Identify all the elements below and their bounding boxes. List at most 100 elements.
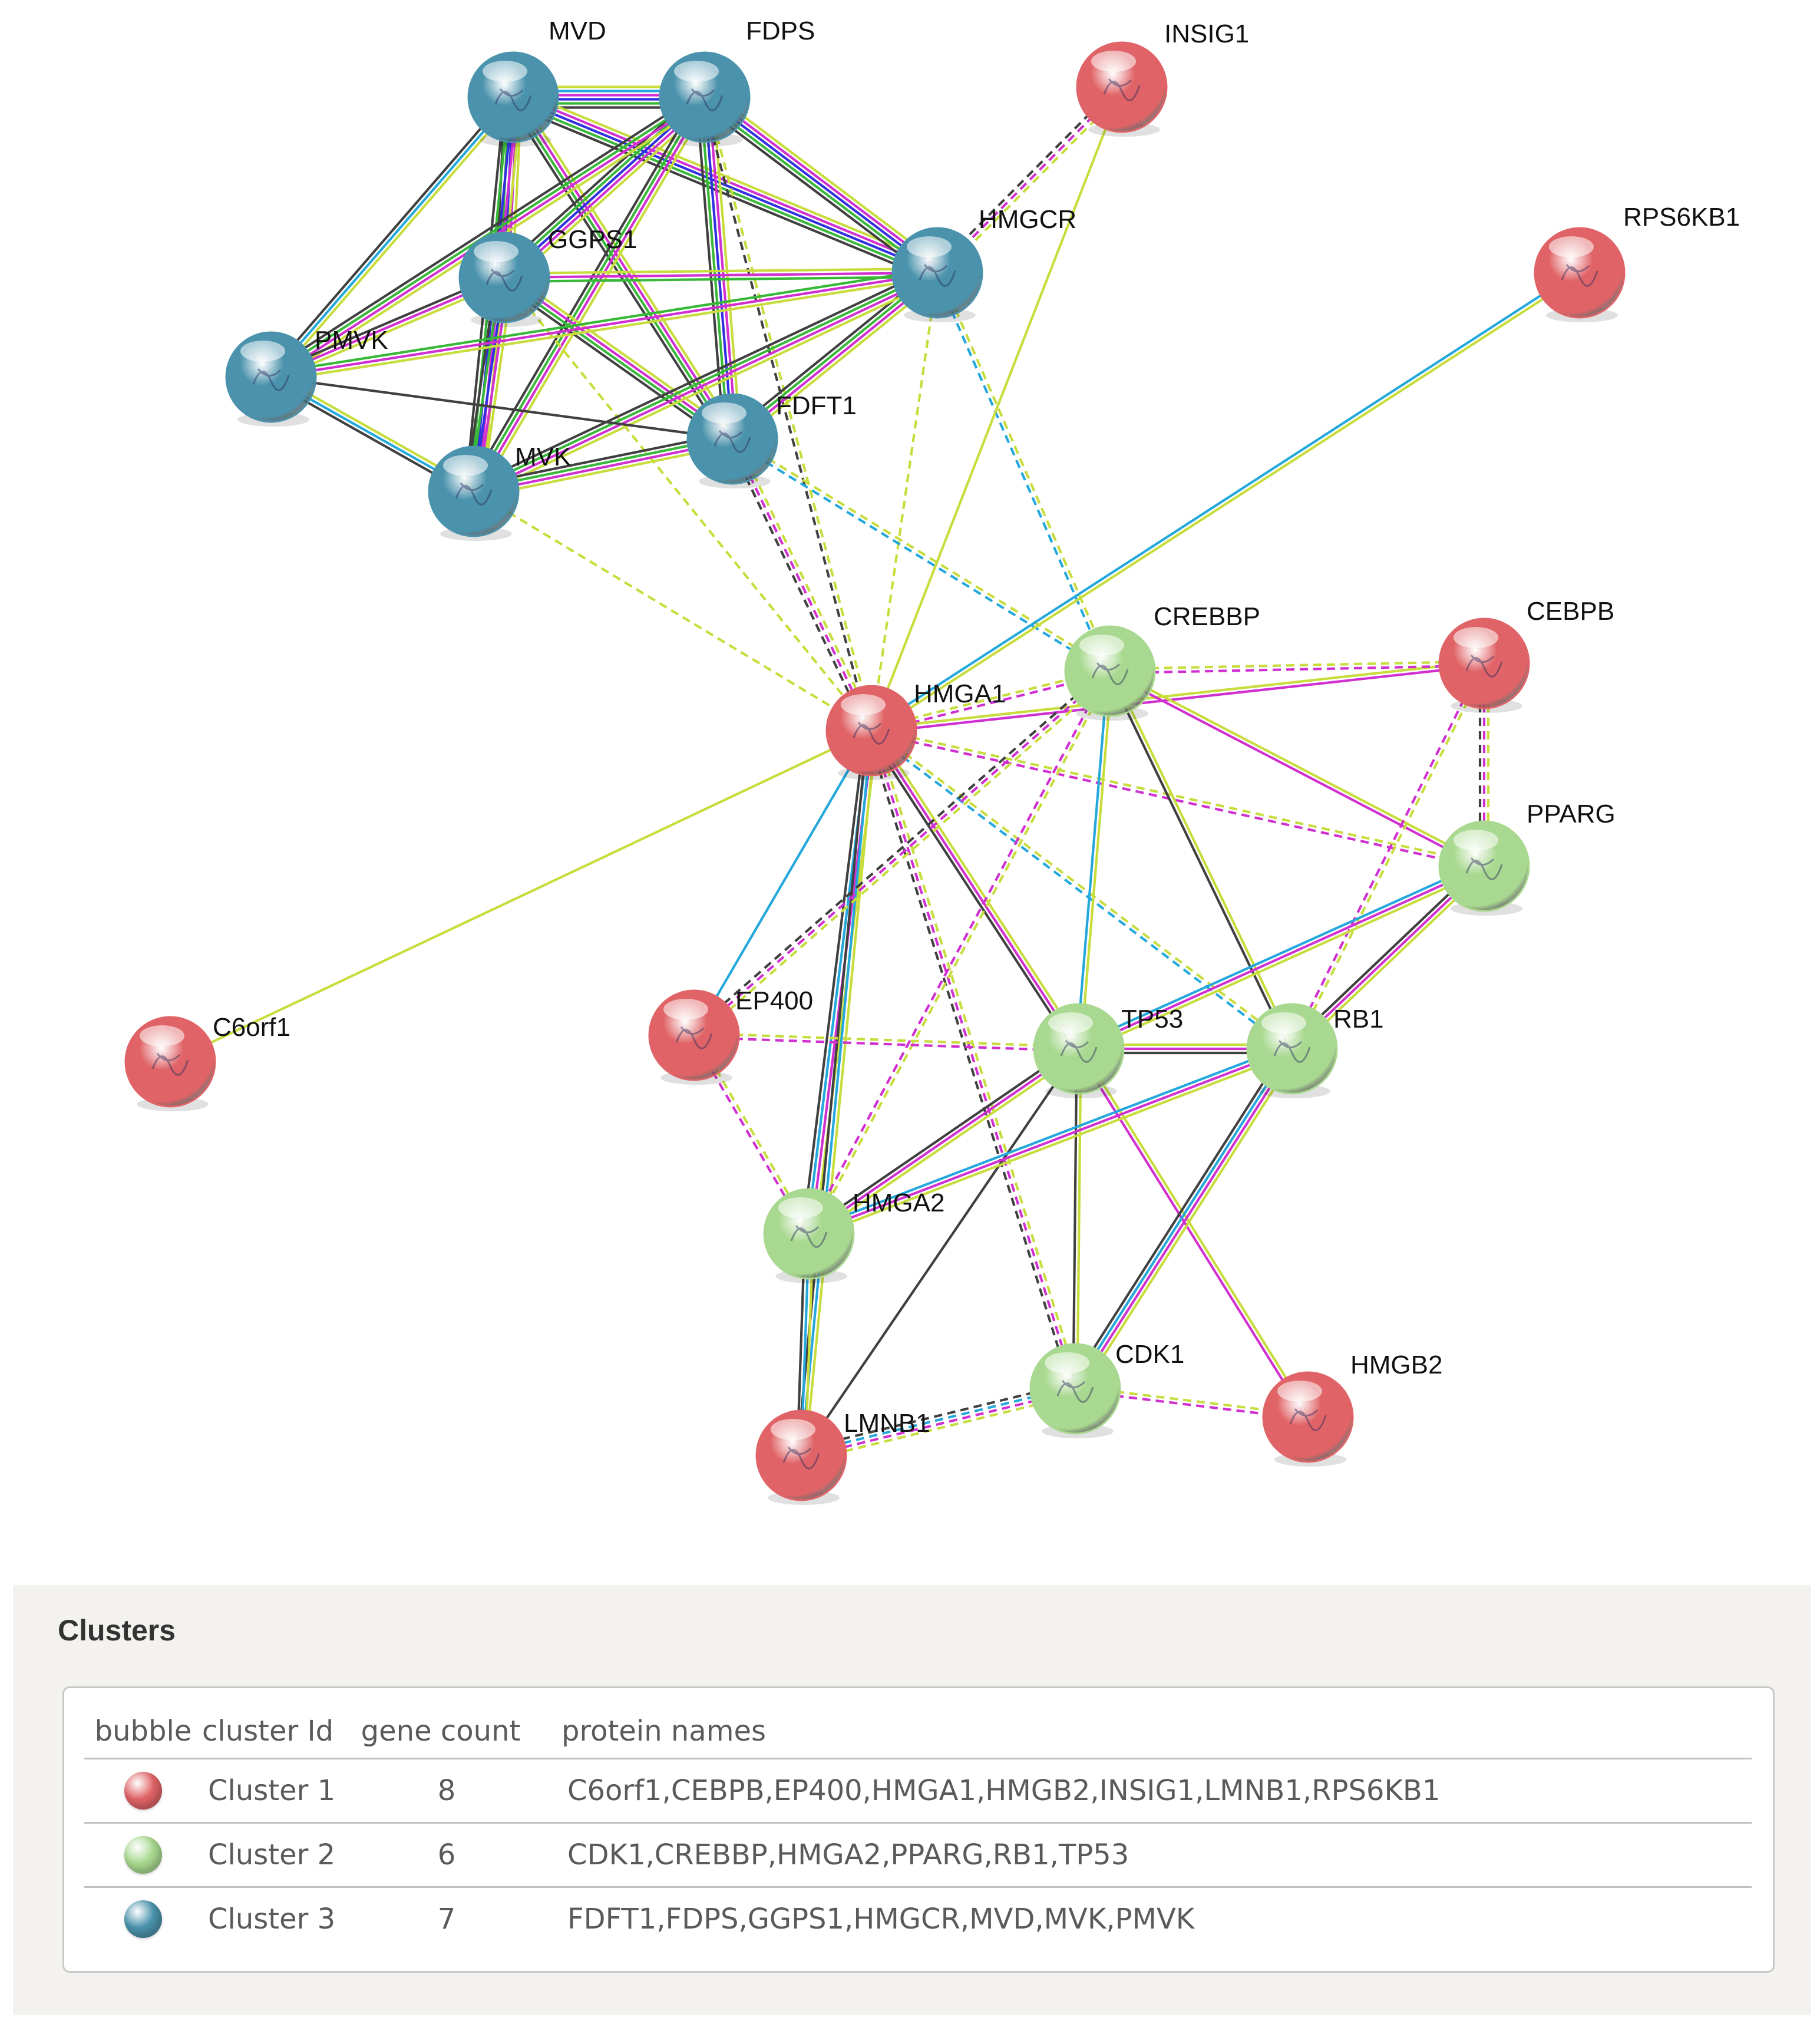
node-highlight: [1454, 830, 1498, 851]
protein-names-cell: C6orf1,CEBPB,EP400,HMGA1,HMGB2,INSIG1,LM…: [567, 1774, 1441, 1807]
node-mvk[interactable]: MVK: [428, 443, 571, 541]
header-bubble[interactable]: bubble: [94, 1715, 192, 1748]
clusters-title: Clusters: [58, 1614, 176, 1647]
protein-structure-icon: [675, 1026, 713, 1049]
edge-line: [1078, 865, 1485, 1050]
header-cluster-id[interactable]: cluster Id: [202, 1715, 334, 1748]
node-hmgb2[interactable]: HMGB2: [1262, 1351, 1442, 1467]
node-pmvk[interactable]: PMVK: [225, 326, 388, 427]
edge-insig1-hmga1[interactable]: [870, 87, 1123, 731]
edge-fdps-mvk[interactable]: [467, 93, 711, 496]
edge-ggps1-hmga1[interactable]: [503, 276, 873, 732]
edge-ggps1-hmgcr[interactable]: [504, 267, 938, 283]
edge-hmga1-hmga2[interactable]: [801, 729, 879, 1235]
node-highlight: [1091, 51, 1136, 72]
node-rps6kb1[interactable]: RPS6KB1: [1534, 203, 1740, 322]
edge-tp53-cdk1[interactable]: [1072, 1048, 1082, 1389]
edge-hmga1-cebpb[interactable]: [871, 660, 1485, 734]
edge-rb1-hmga2[interactable]: [807, 1044, 1294, 1239]
edge-crebbp-rb1[interactable]: [1106, 669, 1296, 1051]
edge-hmga1-ep400[interactable]: [693, 729, 873, 1036]
edge-hmga1-pparg[interactable]: [870, 727, 1485, 870]
edge-line: [511, 100, 937, 278]
edge-rps6kb1-hmga1[interactable]: [869, 270, 1582, 734]
edge-crebbp-tp53[interactable]: [1075, 671, 1114, 1049]
protein-structure-icon: [455, 483, 493, 506]
edge-mvd-pmvk[interactable]: [267, 94, 517, 381]
edge-line: [267, 91, 702, 373]
node-tp53[interactable]: TP53: [1033, 1003, 1183, 1098]
edge-ggps1-fdft1[interactable]: [500, 271, 737, 445]
edge-line: [695, 97, 726, 440]
edge-rb1-cdk1[interactable]: [1069, 1045, 1299, 1393]
edge-hmga1-tp53[interactable]: [867, 728, 1084, 1052]
edge-pmvk-fdft1[interactable]: [270, 375, 733, 441]
table-row[interactable]: Cluster 3 7 FDFT1,FDPS,GGPS1,HMGCR,MVD,M…: [84, 1888, 1752, 1950]
header-protein-names[interactable]: protein names: [561, 1715, 767, 1748]
edge-fdps-hmgcr[interactable]: [699, 90, 943, 280]
edge-crebbp-ep400[interactable]: [691, 667, 1114, 1039]
edge-line: [504, 275, 938, 283]
edge-pparg-tp53[interactable]: [1076, 861, 1487, 1054]
node-cdk1[interactable]: CDK1: [1029, 1340, 1184, 1438]
edge-crebbp-pparg[interactable]: [1108, 668, 1486, 869]
node-insig1[interactable]: INSIG1: [1076, 19, 1249, 137]
node-lmnb1[interactable]: LMNB1: [755, 1409, 930, 1505]
node-ep400[interactable]: EP400: [648, 986, 813, 1085]
node-c6orf1[interactable]: C6orf1: [124, 1013, 290, 1111]
edge-line: [807, 1044, 1291, 1231]
node-label: MVK: [515, 443, 571, 471]
edge-hmga1-rb1[interactable]: [869, 728, 1294, 1052]
node-label: HMGA2: [853, 1188, 944, 1217]
node-crebbp[interactable]: CREBBP: [1064, 602, 1260, 721]
protein-structure-icon: [1091, 662, 1129, 685]
edge-line: [810, 671, 1113, 1236]
edge-hmga1-cdk1[interactable]: [866, 729, 1081, 1391]
edge-fdps-hmga1[interactable]: [701, 96, 875, 732]
header-gene-count[interactable]: gene count: [361, 1715, 521, 1748]
table-row[interactable]: Cluster 2 6 CDK1,CREBBP,HMGA2,PPARG,RB1,…: [84, 1824, 1752, 1888]
node-pparg[interactable]: PPARG: [1438, 800, 1616, 916]
edge-crebbp-hmga2[interactable]: [806, 669, 1113, 1236]
node-fdft1[interactable]: FDFT1: [686, 391, 857, 488]
edge-hmgcr-crebbp[interactable]: [934, 271, 1114, 673]
node-label: LMNB1: [844, 1409, 930, 1438]
edge-fdft1-crebbp[interactable]: [731, 436, 1112, 674]
node-hmga1[interactable]: HMGA1: [825, 679, 1006, 780]
edge-crebbp-cebpb[interactable]: [1109, 660, 1485, 675]
node-hmgcr[interactable]: HMGCR: [891, 205, 1076, 322]
node-mvd[interactable]: MVD: [467, 16, 606, 147]
node-highlight: [771, 1419, 815, 1440]
edge-line: [802, 1394, 1077, 1463]
edge-tp53-lmnb1[interactable]: [800, 1048, 1080, 1457]
edge-line: [273, 99, 517, 381]
edge-line: [270, 271, 938, 379]
edge-line: [805, 1044, 1078, 1231]
cluster-1-bubble: [124, 1772, 162, 1810]
table-row[interactable]: Cluster 1 8 C6orf1,CEBPB,EP400,HMGA1,HMG…: [84, 1759, 1752, 1824]
edge-mvk-hmga1[interactable]: [473, 490, 873, 732]
edge-mvd-hmgcr[interactable]: [509, 88, 942, 282]
gene-count-cell: 7: [437, 1903, 456, 1936]
edge-hmgcr-pmvk[interactable]: [270, 268, 939, 382]
node-rb1[interactable]: RB1: [1246, 1003, 1384, 1098]
node-hmga2[interactable]: HMGA2: [763, 1188, 944, 1283]
edge-line: [514, 92, 940, 270]
node-fdps[interactable]: FDPS: [659, 16, 815, 147]
edge-ep400-tp53[interactable]: [693, 1032, 1079, 1052]
edge-line: [871, 728, 1294, 1048]
node-label: HMGCR: [979, 205, 1076, 234]
edge-cebpb-rb1[interactable]: [1289, 662, 1488, 1051]
edge-tp53-hmga2[interactable]: [805, 1044, 1082, 1239]
edge-hmgcr-mvk[interactable]: [470, 266, 941, 498]
edge-hmgcr-hmga1[interactable]: [870, 272, 939, 731]
node-cebpb[interactable]: CEBPB: [1438, 597, 1614, 713]
edge-line: [870, 731, 1484, 870]
node-ggps1[interactable]: GGPS1: [458, 225, 638, 327]
edge-line: [693, 1036, 1079, 1052]
edge-c6orf1-hmga1[interactable]: [170, 729, 872, 1063]
edge-cdk1-lmnb1[interactable]: [800, 1381, 1077, 1463]
node-highlight: [443, 455, 488, 476]
edge-line: [475, 277, 941, 498]
